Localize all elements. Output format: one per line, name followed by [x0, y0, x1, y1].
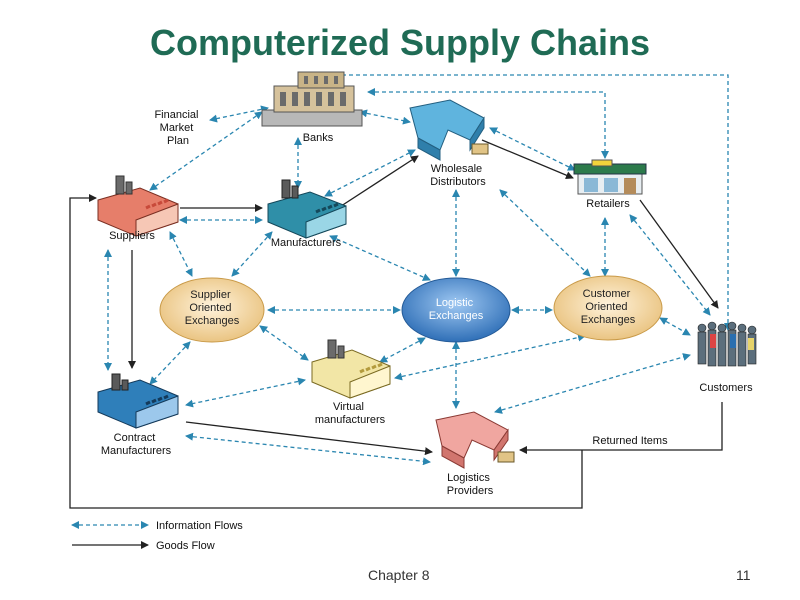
info-flow-suppliers-supplier-exch [169, 231, 193, 277]
retailer-shop-icon [573, 159, 647, 195]
bank-building-icon [261, 71, 363, 127]
footer-chapter: Chapter 8 [368, 567, 430, 583]
slide-title: Computerized Supply Chains [149, 22, 651, 63]
logistic-exchange-label: Logistic Exchanges [429, 297, 484, 322]
virtual-manufacturer-icon [311, 339, 391, 399]
customers-group-icon [697, 321, 757, 367]
customers-label: Customers [699, 382, 753, 394]
goods-flow-wholesale-retailers [481, 139, 574, 179]
info-flow-retailers-customers [629, 214, 711, 316]
manufacturer-factory-icon [267, 179, 347, 239]
logistics-provider-warehouse-icon [435, 411, 515, 469]
virtual-manufacturers-label: Virtual manufacturers [315, 401, 386, 426]
legend-info-label: Information Flows [156, 520, 243, 532]
customer-exchange-ellipse [553, 275, 663, 341]
info-flow-financial-suppliers [149, 111, 263, 191]
banks-label: Banks [303, 132, 334, 144]
goods-flow-retailers-customers [639, 199, 719, 309]
info-flow-customers-banks [336, 74, 732, 331]
contract-manufacturer-icon [97, 373, 179, 429]
information-flow-arrows [104, 74, 732, 466]
returned-items-label: Returned Items [592, 435, 668, 447]
info-flow-manufacturers-logistic-exch [329, 235, 431, 281]
manufacturers-label: Manufacturers [271, 237, 342, 249]
goods-flow-manufacturers-wholesale [334, 155, 419, 211]
legend-goods-label: Goods Flow [156, 540, 215, 552]
contract-manufacturers-label: Contract Manufacturers [101, 432, 172, 457]
page-number: 11 [736, 567, 751, 583]
info-flow-manufacturers-wholesale [324, 149, 416, 197]
supplier-exchange-label: Supplier Oriented Exchanges [185, 289, 240, 327]
info-flow-logistic-virtual [379, 337, 426, 363]
customer-exchange-label: Customer Oriented Exchanges [581, 288, 636, 326]
info-flow-manufacturers-supplier-exch [231, 231, 273, 277]
supply-chain-diagram: Banks Financial Market Plan Wholesale Di… [69, 71, 757, 552]
info-flow-virtual-customer-exch [394, 333, 586, 381]
info-flow-providers-customers [494, 353, 691, 414]
logistic-exchange-ellipse [401, 277, 511, 343]
supplier-exchange-ellipse [159, 277, 265, 343]
info-flow-wholesale-customer-exch [499, 189, 591, 277]
financial-plan-label: Financial Market Plan [154, 109, 201, 147]
suppliers-label: Suppliers [109, 230, 155, 242]
info-flow-supplier-exch-contract [149, 341, 191, 385]
info-flow-customer-exch-customers [659, 317, 691, 336]
goods-flow-loop-back [69, 194, 583, 509]
wholesale-label: Wholesale Distributors [430, 163, 486, 188]
info-flow-contract-providers [185, 432, 431, 466]
goods-flow-returned-items [519, 402, 723, 454]
goods-flow-arrows [69, 139, 723, 509]
info-flow-banks-wholesale [359, 109, 411, 125]
wholesale-warehouse-icon [409, 99, 489, 161]
logistics-providers-label: Logistics Providers [447, 472, 494, 497]
info-flow-wholesale-retailers-info [489, 127, 576, 171]
info-flow-banks-retailers [367, 88, 609, 159]
legend: Information Flows Goods Flow [71, 520, 243, 552]
goods-flow-contract-providers [185, 421, 433, 456]
supplier-factory-icon [97, 175, 179, 237]
info-flow-supplier-exch-virtual [259, 325, 309, 361]
info-flow-virtual-contract [185, 377, 306, 408]
retailers-label: Retailers [586, 198, 630, 210]
